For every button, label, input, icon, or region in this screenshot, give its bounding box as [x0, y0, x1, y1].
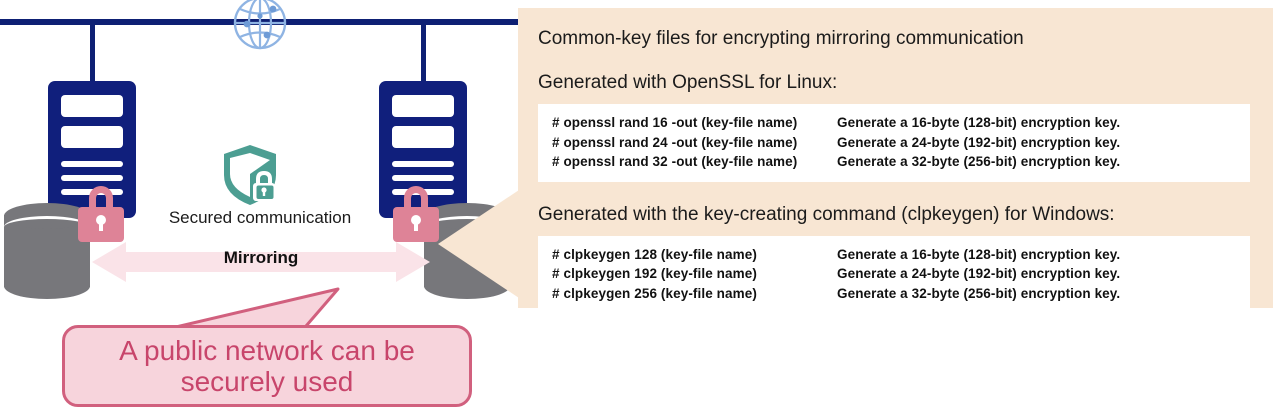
padlock-shackle [89, 186, 113, 212]
callout-text: A public network can be securely used [119, 334, 415, 397]
cylinder-ring [424, 216, 510, 238]
callout-bubble: A public network can be securely used [62, 325, 472, 407]
code-row: # openssl rand 16 -out (key-file name) G… [538, 113, 1250, 133]
code-description: Generate a 32-byte (256-bit) encryption … [837, 285, 1121, 301]
padlock-shackle [404, 186, 428, 212]
code-description: Generate a 24-byte (192-bit) encryption … [837, 134, 1121, 150]
server-bar [61, 175, 123, 181]
mirroring-arrow [92, 240, 430, 284]
server-slot [61, 126, 123, 148]
code-block-windows: # clpkeygen 128 (key-file name) Generate… [538, 235, 1250, 314]
code-command: # openssl rand 24 -out (key-file name) [552, 134, 798, 150]
code-command: # openssl rand 16 -out (key-file name) [552, 115, 798, 130]
panel-content: Common-key files for encrypting mirrorin… [538, 8, 1253, 314]
server-drop-line-right [421, 22, 426, 84]
section-heading-windows: Generated with the key-creating command … [538, 203, 1115, 225]
code-row: # clpkeygen 128 (key-file name) Generate… [538, 245, 1250, 265]
code-block-linux: # openssl rand 16 -out (key-file name) G… [538, 104, 1250, 182]
panel-title: Common-key files for encrypting mirrorin… [538, 28, 1024, 49]
code-command: # clpkeygen 128 (key-file name) [552, 246, 757, 262]
section-heading-linux: Generated with OpenSSL for Linux: [538, 72, 838, 93]
padlock-keyhole [411, 215, 421, 225]
shield-lock-icon [220, 143, 280, 207]
code-command: # clpkeygen 192 (key-file name) [552, 266, 757, 282]
server-slot [61, 95, 123, 117]
code-command: # openssl rand 32 -out (key-file name) [552, 154, 798, 170]
padlock-keyhole-stem [99, 222, 103, 231]
cylinder-ring [4, 216, 90, 238]
server-bar [61, 161, 123, 167]
code-row: # clpkeygen 256 (key-file name) Generate… [538, 284, 1250, 304]
secured-communication-label: Secured communication [168, 208, 352, 227]
code-row: # clpkeygen 192 (key-file name) Generate… [538, 264, 1250, 284]
server-slot [392, 95, 454, 117]
padlock-keyhole-stem [414, 222, 418, 231]
code-row: # openssl rand 32 -out (key-file name) G… [538, 152, 1250, 172]
code-description: Generate a 32-byte (256-bit) encryption … [837, 154, 1121, 170]
padlock-icon [78, 186, 124, 242]
code-description: Generate a 24-byte (192-bit) encryption … [837, 266, 1121, 282]
mirroring-label: Mirroring [223, 248, 299, 267]
padlock-icon [393, 186, 439, 242]
code-description: Generate a 16-byte (128-bit) encryption … [837, 246, 1121, 262]
globe-icon [231, 0, 289, 52]
server-bar [392, 175, 454, 181]
panel-pointer-wedge [438, 188, 522, 300]
code-command: # clpkeygen 256 (key-file name) [552, 285, 757, 301]
server-bar [392, 161, 454, 167]
database-cylinder-primary [4, 203, 90, 299]
server-slot [392, 126, 454, 148]
code-row: # openssl rand 24 -out (key-file name) G… [538, 133, 1250, 153]
server-drop-line-left [90, 22, 95, 84]
padlock-keyhole [96, 215, 106, 225]
code-description: Generate a 16-byte (128-bit) encryption … [837, 115, 1121, 130]
mirroring-diagram: Mirroring S [0, 0, 520, 420]
